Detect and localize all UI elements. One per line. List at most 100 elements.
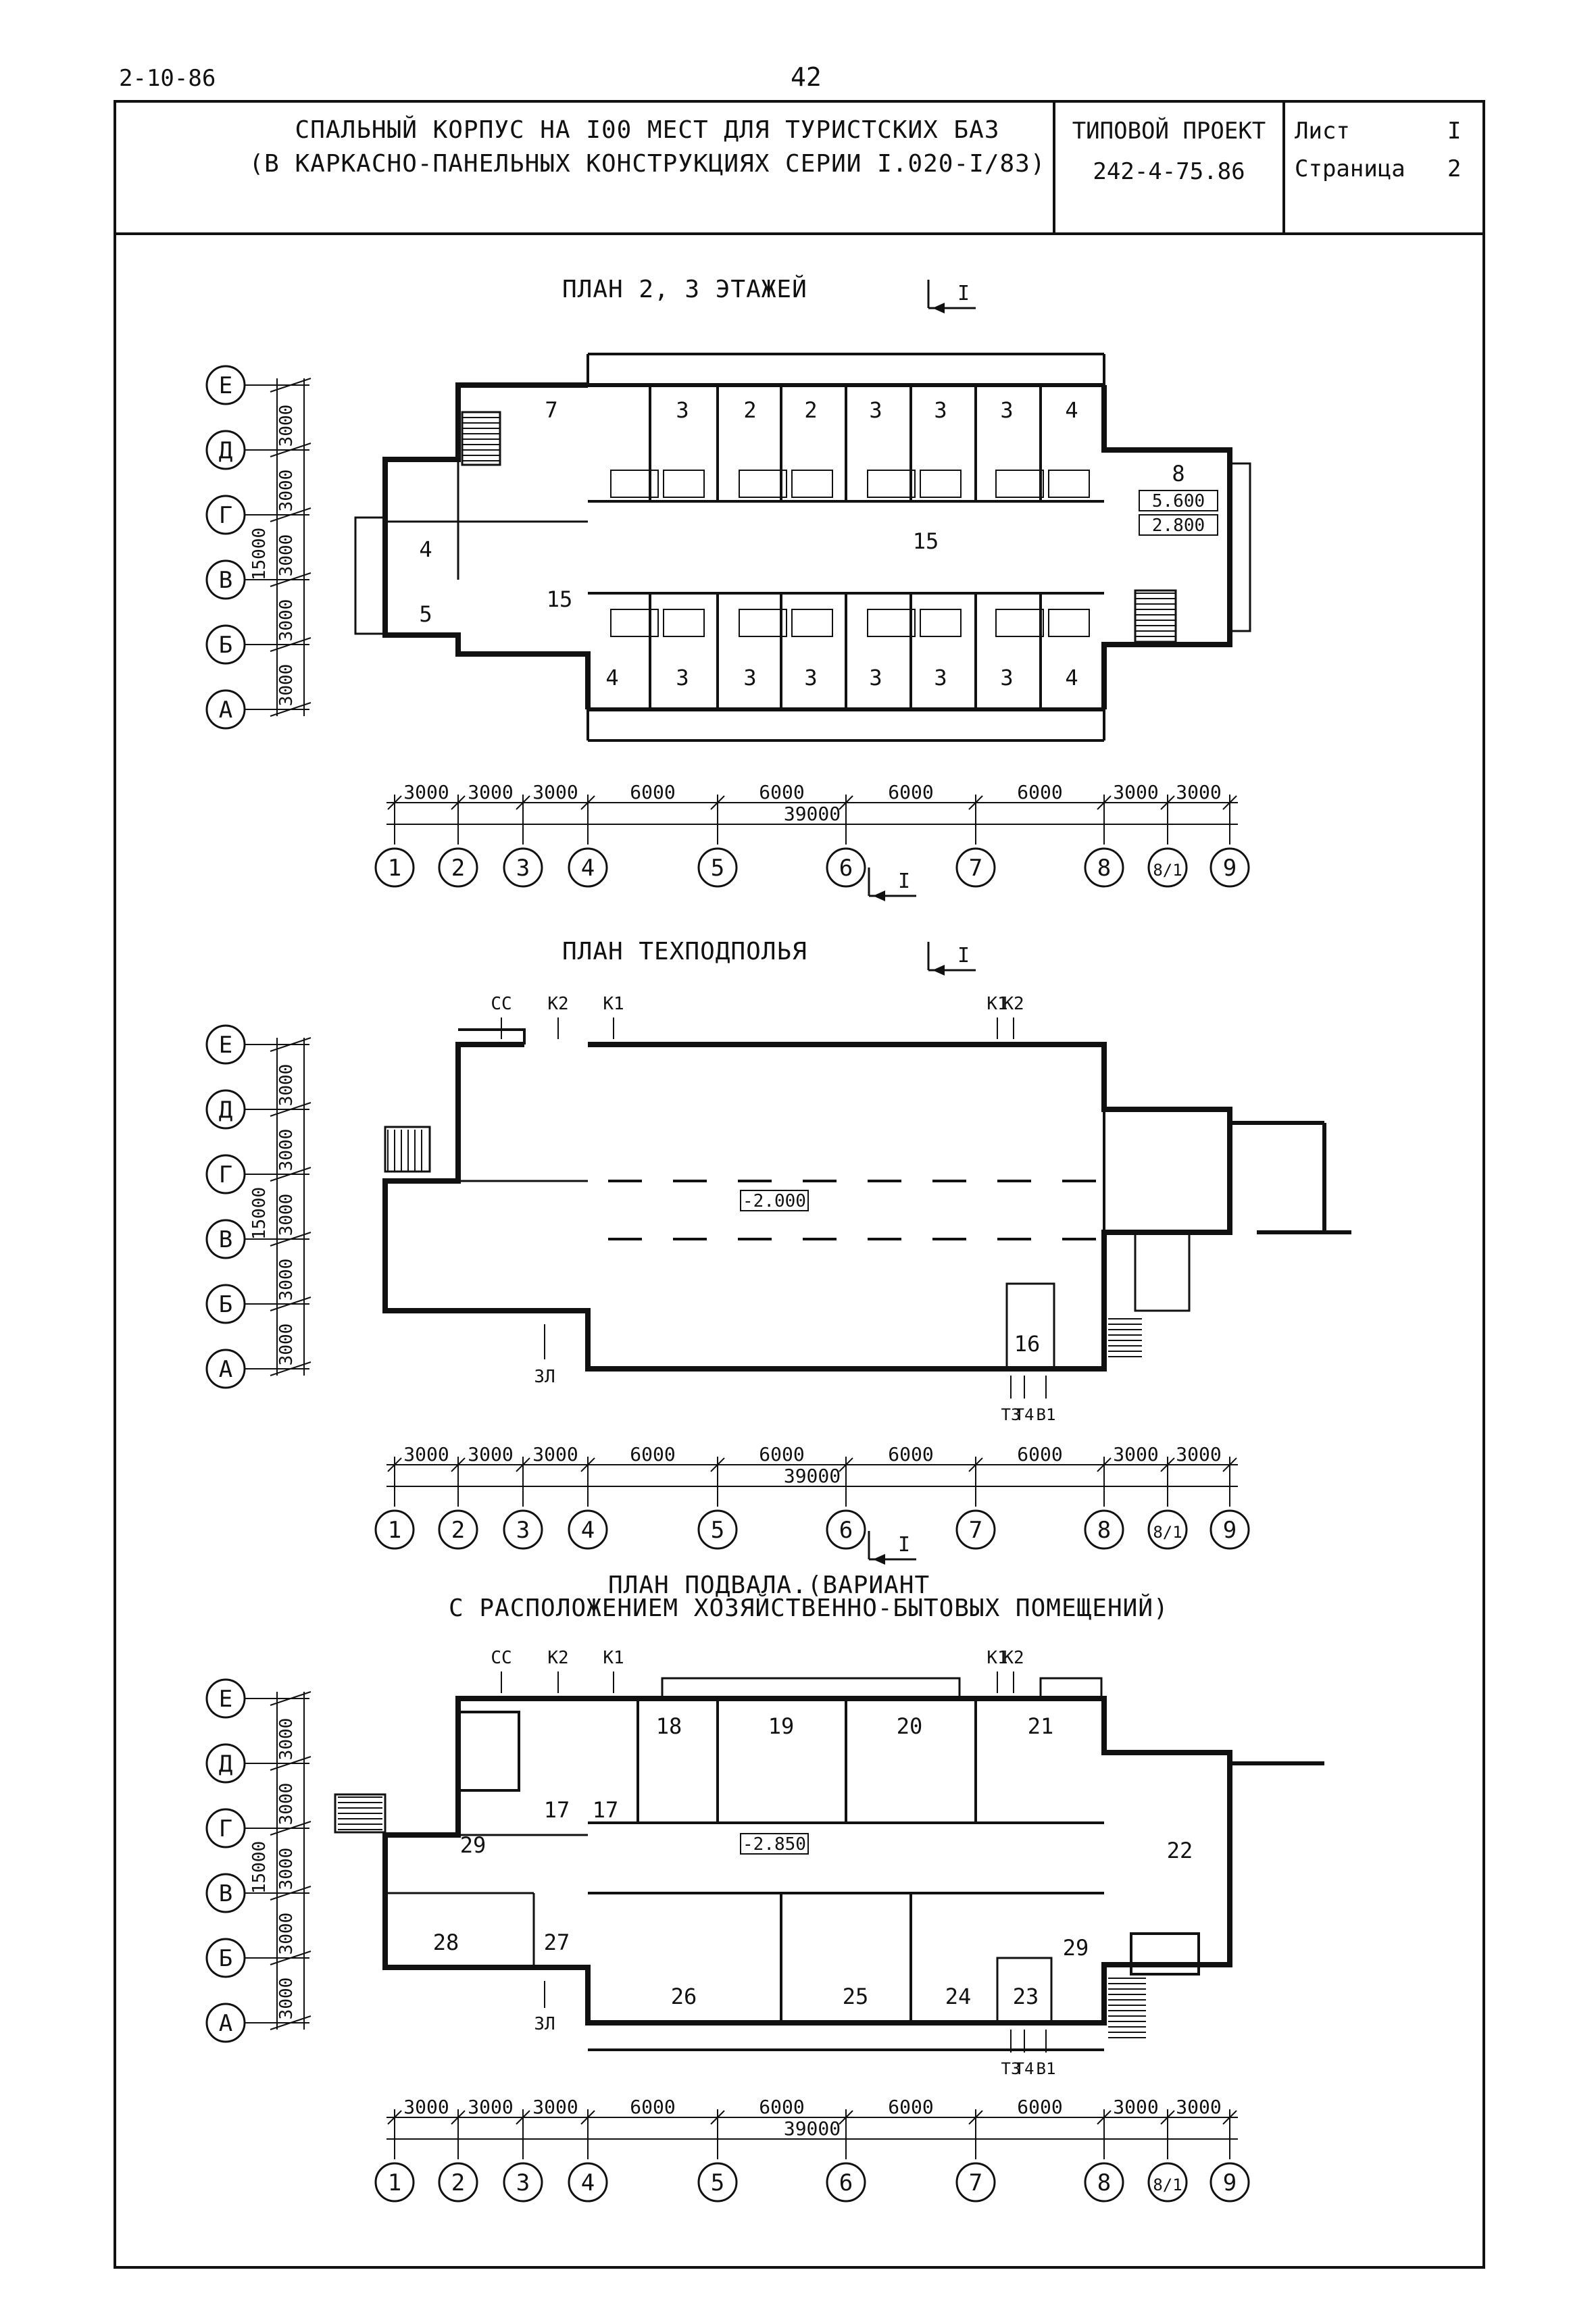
- col-total-label: 39000: [784, 2117, 841, 2140]
- dim-tick: [270, 1756, 311, 1771]
- entry-stair: [384, 1126, 431, 1173]
- col-axis-label: 1: [388, 855, 401, 882]
- project-cell: ТИПОВОЙ ПРОЕКТ 242-4-75.86: [1053, 100, 1282, 232]
- level-mark: 5.600: [1152, 491, 1205, 511]
- dim-tick: [387, 795, 402, 810]
- row-spacing-label: 3000: [276, 1848, 297, 1890]
- bathroom-block: [995, 470, 1044, 498]
- room-number: 18: [656, 1713, 682, 1739]
- dim-tick: [270, 378, 311, 393]
- plan-title-basement: ПЛАН ПОДВАЛА.(ВАРИАНТ: [608, 1571, 930, 1599]
- outer-wall: [382, 1696, 1232, 2026]
- dim-tick: [270, 1102, 311, 1117]
- col-spacing-label: 6000: [759, 1443, 804, 1465]
- col-spacing-label: 3000: [403, 781, 449, 803]
- bathroom-block: [739, 470, 787, 498]
- plan-title-basement-line-2: С РАСПОЛОЖЕНИЕМ ХОЗЯЙСТВЕННО-БЫТОВЫХ ПОМ…: [449, 1594, 1169, 1622]
- engineering-input-label: Т4: [1015, 2059, 1034, 2078]
- room-number: 29: [1063, 1935, 1089, 1961]
- drawing-frame: [114, 100, 1485, 2269]
- row-axis-label: Д: [219, 437, 232, 464]
- dim-tick: [839, 1457, 853, 1472]
- row-spacing-label: 3000: [276, 1978, 297, 2020]
- room-number: 3: [1000, 397, 1013, 423]
- col-axis-label: 3: [516, 1517, 530, 1544]
- room-number: 27: [544, 1930, 570, 1955]
- engineering-input-label: СС: [491, 1648, 512, 1668]
- col-axis-bubble: [1084, 1509, 1124, 1550]
- col-spacing-label: 6000: [759, 781, 804, 803]
- row-axis-label: А: [219, 697, 232, 724]
- col-spacing-label: 6000: [630, 2096, 675, 2118]
- col-axis-label: 8/1: [1153, 861, 1182, 880]
- room-number: 2: [743, 397, 756, 423]
- col-spacing-label: 6000: [888, 1443, 933, 1465]
- dim-tick: [270, 1297, 311, 1311]
- col-spacing-label: 3000: [468, 2096, 513, 2118]
- dim-tick: [516, 2110, 530, 2125]
- col-axis-label: 5: [711, 855, 724, 882]
- engineering-input-label: В1: [1037, 1405, 1056, 1424]
- col-spacing-label: 3000: [403, 2096, 449, 2118]
- dim-tick: [270, 572, 311, 587]
- col-spacing-label: 3000: [1176, 2096, 1221, 2118]
- section-mark-top-label: I: [957, 282, 970, 305]
- col-axis-bubble: [503, 2162, 543, 2203]
- col-axis-label: 7: [969, 855, 982, 882]
- engineering-input-label: К1: [603, 994, 624, 1014]
- sheet-cell: Лист I Страница 2: [1282, 100, 1480, 232]
- room-number: 4: [419, 536, 432, 562]
- engineering-input-label: К2: [547, 994, 568, 1014]
- row-axis-label: Е: [219, 1032, 232, 1059]
- col-axis-label: 8/1: [1153, 1523, 1182, 1542]
- room-number: 3: [934, 665, 947, 690]
- room-outline: [1134, 1231, 1191, 1312]
- col-axis-bubble: [826, 1509, 866, 1550]
- dim-tick: [516, 1457, 530, 1472]
- room-number: 16: [1014, 1331, 1041, 1357]
- col-axis-bubble: [503, 1509, 543, 1550]
- dim-tick: [270, 443, 311, 457]
- section-mark-bottom-arrow: [873, 1554, 885, 1565]
- engineering-input-label: ЗЛ: [534, 1367, 555, 1387]
- row-spacing-label: 3000: [276, 1194, 297, 1236]
- engineering-input-label: К1: [987, 994, 1007, 1014]
- col-axis-label: 7: [969, 1517, 982, 1544]
- col-spacing-label: 3000: [1113, 781, 1158, 803]
- section-mark-bottom-label: I: [898, 1533, 910, 1557]
- page-number: 42: [791, 62, 822, 92]
- row-axis-label: В: [219, 567, 232, 594]
- col-axis-bubble: [1210, 847, 1250, 888]
- col-spacing-label: 6000: [888, 781, 933, 803]
- room-number: 3: [676, 397, 689, 423]
- dim-tick: [270, 1167, 311, 1182]
- col-axis-label: 2: [451, 2169, 465, 2196]
- col-spacing-label: 3000: [1113, 1443, 1158, 1465]
- bathroom-block: [791, 609, 833, 637]
- col-axis-label: 9: [1223, 2169, 1237, 2196]
- col-axis-bubble: [1084, 2162, 1124, 2203]
- col-axis-bubble: [1147, 1509, 1188, 1550]
- dim-tick: [710, 2110, 725, 2125]
- col-spacing-label: 6000: [1017, 1443, 1062, 1465]
- row-axis-label: Д: [219, 1097, 232, 1124]
- col-axis-label: 3: [516, 855, 530, 882]
- col-axis-label: 6: [839, 2169, 853, 2196]
- entry-stair: [334, 1793, 386, 1834]
- col-axis-label: 6: [839, 1517, 853, 1544]
- row-axis-label: В: [219, 1226, 232, 1253]
- dim-tick: [839, 2110, 853, 2125]
- dim-tick: [1097, 795, 1112, 810]
- dim-tick: [1097, 1457, 1112, 1472]
- room-number: 3: [869, 665, 882, 690]
- row-axis-label: А: [219, 2010, 232, 2037]
- col-spacing-label: 6000: [630, 781, 675, 803]
- bathroom-block: [1048, 470, 1090, 498]
- ventilation-chamber: [1130, 1932, 1200, 1976]
- room-number: 7: [545, 397, 557, 423]
- plan-title-floors-2-3: ПЛАН 2, 3 ЭТАЖЕЙ: [562, 276, 807, 303]
- col-axis-label: 4: [581, 1517, 595, 1544]
- dim-tick: [1160, 1457, 1175, 1472]
- col-axis-label: 9: [1223, 1517, 1237, 1544]
- col-axis-bubble: [503, 847, 543, 888]
